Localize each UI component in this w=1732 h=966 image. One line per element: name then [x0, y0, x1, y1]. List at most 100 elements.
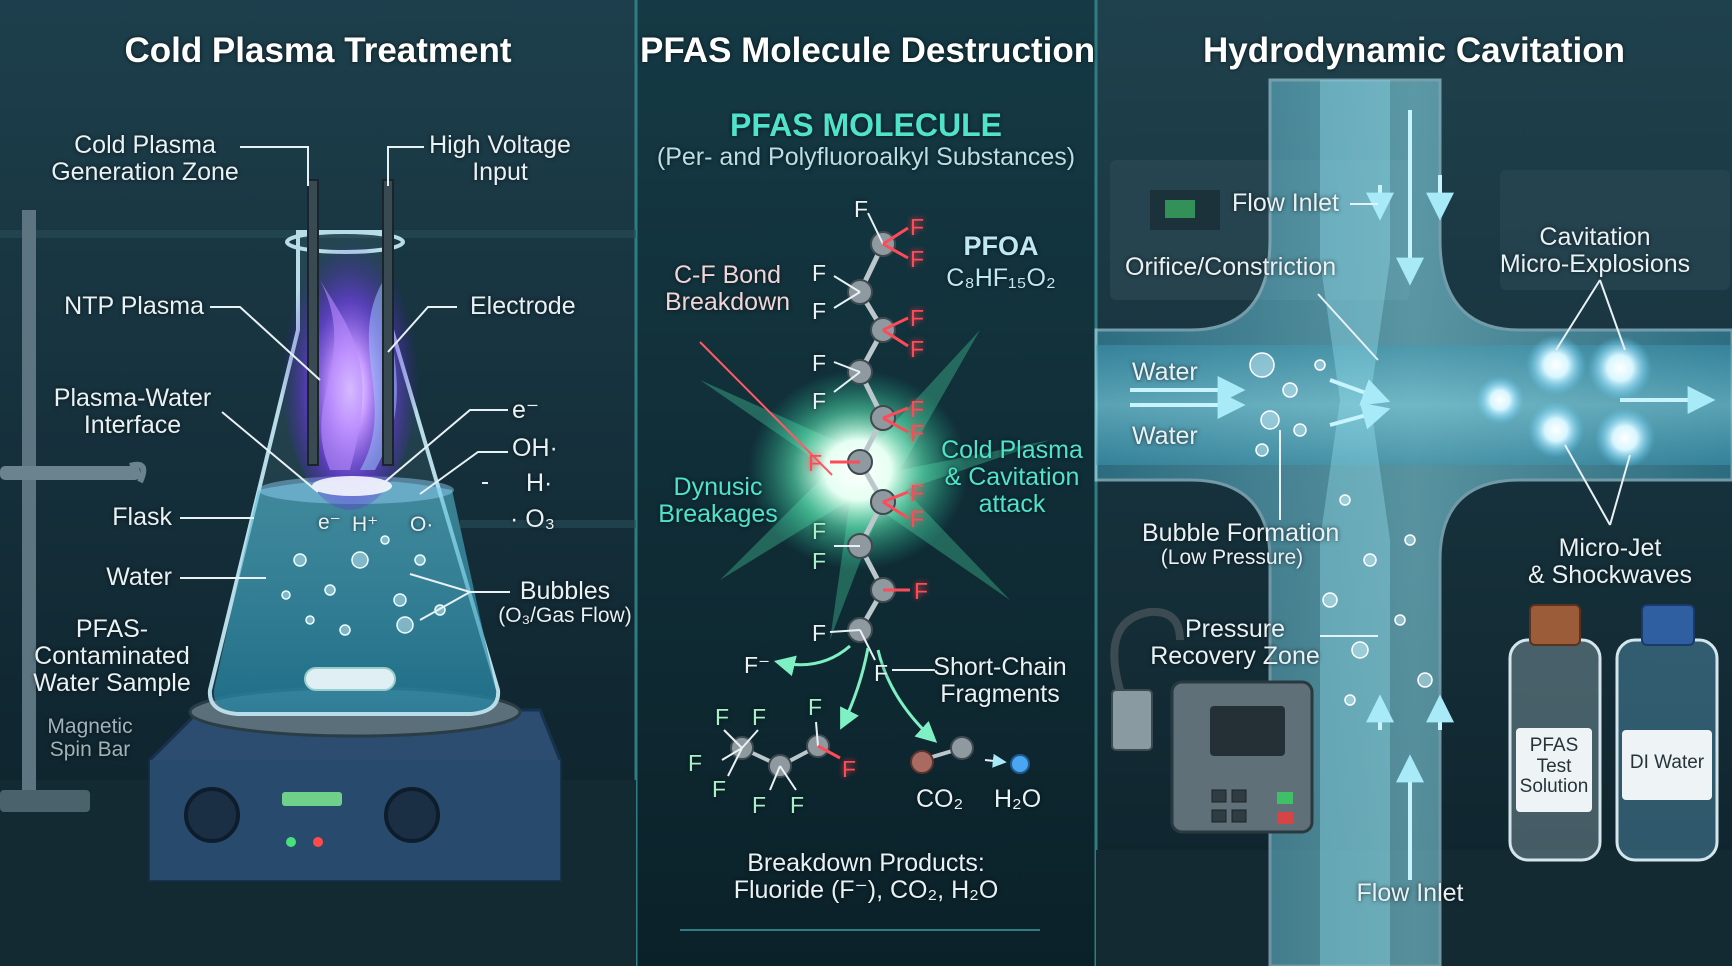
right-panel-title: Hydrodynamic Cavitation [1202, 31, 1626, 70]
label-orifice: Orifice/Constriction [1125, 253, 1337, 281]
atom-fluorine-red: F [910, 336, 925, 362]
label-micro-jet-line1: Micro-Jet [1558, 534, 1662, 562]
atom-fluorine-red: F [910, 214, 925, 240]
label-flask: Flask [112, 503, 172, 531]
label-high-voltage-line2: Input [472, 158, 528, 186]
label-cf-bond-line1: C-F Bond [674, 261, 781, 289]
fluoride-ion: F⁻ [744, 652, 771, 678]
atom-fluorine-green: F [812, 518, 827, 544]
atom-fluorine-red: F [910, 506, 925, 532]
label-interface-line2: Interface [83, 411, 182, 439]
di-water-bottle-label: DI Water [1629, 752, 1705, 773]
label-short-chain-line2: Fragments [940, 680, 1060, 708]
label-bubbles-line1: Bubbles [519, 577, 611, 605]
breakdown-products-line1: Breakdown Products: [747, 849, 985, 877]
atom-fluorine-red: F [808, 450, 823, 476]
label-water: Water [106, 563, 172, 591]
species-hydrogen: H· [526, 469, 553, 497]
label-bubble-formation-pressure: (Low Pressure) [1160, 546, 1304, 569]
fragment-fluorine: F [688, 750, 703, 776]
fragment-fluorine: F [752, 704, 767, 730]
label-pressure-recovery-line1: Pressure [1184, 615, 1286, 643]
atom-fluorine: F [874, 660, 889, 686]
atom-fluorine-red: F [914, 578, 929, 604]
middle-panel-title: PFAS Molecule Destruction [640, 31, 1096, 70]
left-panel-title: Cold Plasma Treatment [124, 31, 512, 70]
pfoa-label: PFOA [963, 231, 1039, 261]
atom-fluorine: F [812, 298, 827, 324]
label-bubbles-gas-flow: (O₃/Gas Flow) [498, 604, 632, 627]
label-flow-inlet-top: Flow Inlet [1232, 189, 1339, 217]
atom-fluorine: F [854, 196, 869, 222]
product-co2: CO₂ [916, 785, 964, 813]
flask-species-electron: e⁻ [318, 511, 341, 534]
label-spin-bar-line1: Magnetic [47, 715, 133, 738]
label-generation-zone-line2: Generation Zone [51, 158, 239, 186]
label-water-sample-line2: Contaminated [34, 642, 190, 670]
pfas-subheading: (Per- and Polyfluoroalkyl Substances) [656, 143, 1076, 171]
atom-fluorine-red: F [910, 480, 925, 506]
label-spin-bar: Magnetic Spin Bar [30, 715, 150, 761]
species-electron: e⁻ [512, 396, 540, 424]
pfas-bottle-label-line1: PFAS [1529, 735, 1579, 756]
pfas-bottle-label-line3: Solution [1519, 776, 1589, 798]
label-high-voltage: High Voltage Input [410, 132, 590, 186]
atom-fluorine: F [812, 260, 827, 286]
label-dynusic-line1: Dynusic [673, 473, 763, 501]
label-pressure-recovery: Pressure Recovery Zone [1140, 616, 1330, 670]
label-plasma-water-interface: Plasma-Water Interface [40, 385, 225, 439]
label-flow-inlet-bottom: Flow Inlet [1356, 879, 1464, 907]
label-cf-bond: C-F Bond Breakdown [650, 262, 805, 316]
label-bubble-formation-line1: Bubble Formation [1142, 519, 1340, 547]
pfas-bottle-label-line2: Test [1536, 755, 1572, 777]
label-attack-line2: & Cavitation [944, 463, 1080, 491]
label-bubble-formation: Bubble Formation (Low Pressure) [1142, 519, 1340, 570]
label-interface-line1: Plasma-Water [53, 384, 212, 412]
label-water-sample: PFAS- Contaminated Water Sample [22, 616, 202, 697]
label-generation-zone-line1: Cold Plasma [74, 131, 216, 159]
label-cavitation-line1: Cavitation [1539, 223, 1651, 251]
label-cf-bond-line2: Breakdown [664, 288, 791, 316]
label-water-lower: Water [1132, 422, 1198, 450]
label-bubbles: Bubbles (O₃/Gas Flow) [490, 578, 640, 628]
label-cavitation: Cavitation Micro-Explosions [1490, 224, 1700, 278]
flask-species-proton: H⁺ [352, 513, 379, 536]
atom-fluorine-red: F [910, 305, 925, 331]
atom-fluorine: F [812, 350, 827, 376]
label-dynusic-breakages: Dynusic Breakages [648, 474, 788, 528]
label-ntp-plasma: NTP Plasma [64, 292, 204, 320]
flask-species-oxygen: O· [410, 513, 434, 536]
label-pressure-recovery-line2: Recovery Zone [1150, 642, 1320, 670]
fragment-fluorine-red: F [842, 756, 857, 782]
label-short-chain: Short-Chain Fragments [930, 654, 1070, 708]
atom-fluorine-red: F [910, 420, 925, 446]
label-water-upper: Water [1132, 358, 1198, 386]
fragment-fluorine: F [715, 704, 730, 730]
label-dynusic-line2: Breakages [658, 500, 778, 528]
label-micro-jet: Micro-Jet & Shockwaves [1520, 535, 1700, 589]
label-spin-bar-line2: Spin Bar [49, 737, 131, 761]
breakdown-products: Breakdown Products: Fluoride (F⁻), CO₂, … [640, 850, 1092, 904]
atom-fluorine-red: F [910, 396, 925, 422]
breakdown-products-line2: Fluoride (F⁻), CO₂, H₂O [733, 876, 999, 904]
pfoa-formula: C₈HF₁₅O₂ [946, 264, 1056, 292]
fragment-fluorine: F [752, 792, 767, 818]
label-generation-zone: Cold Plasma Generation Zone [40, 132, 250, 186]
label-attack-line3: attack [978, 490, 1046, 518]
product-h2o: H₂O [994, 785, 1042, 813]
pfas-heading: PFAS MOLECULE [729, 107, 1002, 143]
species-ozone: · O₃ [510, 505, 555, 533]
atom-fluorine-red: F [910, 246, 925, 272]
fragment-fluorine: F [808, 694, 823, 720]
label-high-voltage-line1: High Voltage [429, 131, 571, 159]
species-hydroxyl: OH· [512, 434, 558, 462]
fragment-fluorine: F [712, 776, 727, 802]
atom-fluorine: F [812, 620, 827, 646]
label-attack: Cold Plasma & Cavitation attack [932, 437, 1092, 518]
fragment-fluorine: F [790, 792, 805, 818]
label-water-sample-line1: PFAS- [75, 615, 149, 643]
label-micro-jet-line2: & Shockwaves [1528, 561, 1692, 589]
atom-fluorine-green: F [812, 548, 827, 574]
